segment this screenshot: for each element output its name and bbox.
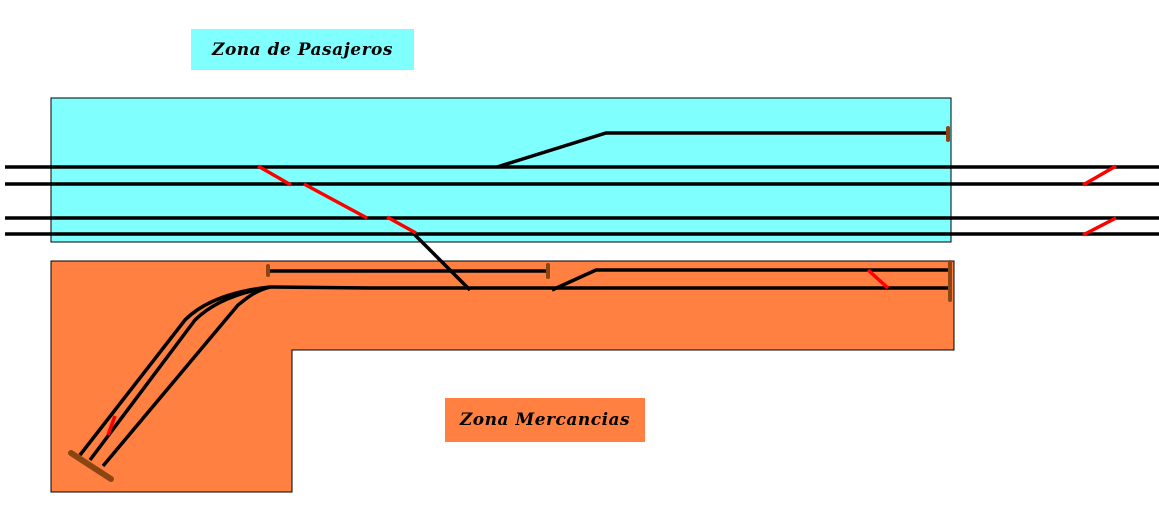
crossover xyxy=(412,232,472,292)
turnout-1 xyxy=(257,164,292,187)
turnouts xyxy=(106,164,1117,436)
freight-zone-label: Zona Mercancias xyxy=(445,398,645,442)
freight-track-lower xyxy=(269,285,948,290)
turnout-6 xyxy=(866,268,890,290)
crossover-track xyxy=(412,232,472,292)
siding-track xyxy=(496,131,948,169)
turnout-7 xyxy=(106,415,117,436)
fan-track-2 xyxy=(88,285,271,462)
freight-tracks xyxy=(78,268,948,468)
freight-zone xyxy=(50,260,955,493)
turnout-2 xyxy=(303,182,368,220)
turnout-3 xyxy=(386,215,417,235)
turnout-5 xyxy=(1082,216,1117,237)
fan-track-3 xyxy=(101,285,271,468)
passenger-siding xyxy=(496,131,948,169)
main-lines xyxy=(5,165,1159,236)
turnout-4 xyxy=(1082,164,1117,187)
freight-track-right xyxy=(551,268,948,292)
buffer-stops xyxy=(68,126,952,482)
passenger-zone xyxy=(50,97,952,243)
passenger-zone-label: Zona de Pasajeros xyxy=(191,29,414,70)
buffer-stop-fan xyxy=(68,450,114,482)
